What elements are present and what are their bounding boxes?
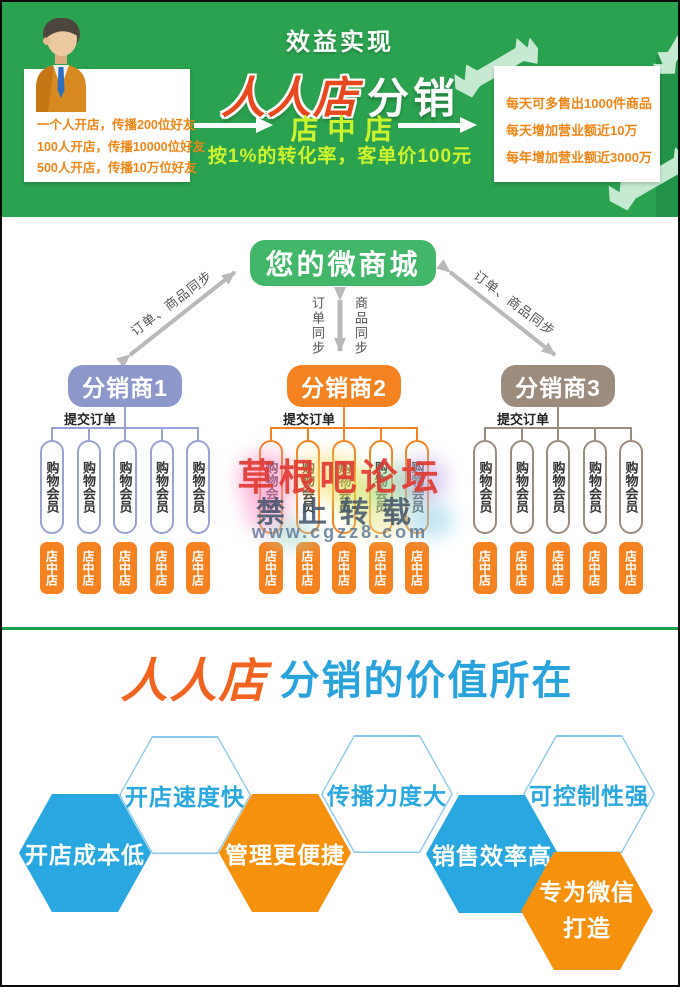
stat-line: 一个人开店，传播200位好友	[37, 118, 196, 132]
member-box: 购物会员	[368, 440, 393, 534]
connector-line	[51, 427, 199, 429]
hexagon-wechat-built: 专为微信 打造	[521, 852, 653, 970]
store-box: 店中店	[332, 542, 356, 594]
distributor-group-3: 分销商3 提交订单 购物会员店中店 购物会员店中店 购物会员店中店 购物会员店中…	[473, 365, 643, 594]
top-banner: 效益实现 一个人开店，传播200位好友 100人开店，传播10000位好友 50…	[2, 2, 678, 217]
store-box: 店中店	[259, 542, 283, 594]
goods-sync-label: 商品同步	[353, 296, 368, 356]
store-box: 店中店	[368, 542, 393, 594]
footer-brand-logo: 人人店	[120, 654, 268, 707]
businessman-avatar-icon	[36, 18, 86, 112]
member-box: 购物会员	[186, 440, 210, 534]
store-box: 店中店	[186, 542, 210, 594]
store-box: 店中店	[619, 542, 643, 594]
member-box: 购物会员	[149, 440, 174, 534]
store-box: 店中店	[113, 542, 137, 594]
distributor-box: 分销商2	[287, 365, 401, 407]
connector-line	[270, 427, 418, 429]
member-box: 购物会员	[582, 440, 607, 534]
arrow-right-icon	[398, 117, 477, 133]
distributor-box: 分销商1	[68, 365, 182, 407]
member-box: 购物会员	[509, 440, 534, 534]
banner-title: 效益实现	[286, 29, 394, 56]
store-box: 店中店	[582, 542, 607, 594]
submit-order-label: 提交订单	[64, 412, 117, 427]
right-stats-card: 每天可多售出1000件商品 每天增加营业额近10万 每年增加营业额近3000万	[494, 66, 660, 182]
store-box: 店中店	[40, 542, 64, 594]
store-box: 店中店	[295, 542, 320, 594]
stat-line: 每年增加营业额近3000万	[506, 150, 652, 165]
tagline: 店中店	[290, 114, 402, 145]
connector-stem	[124, 407, 126, 427]
store-box: 店中店	[405, 542, 429, 594]
member-box: 购物会员	[295, 440, 320, 534]
arrow-right-icon	[194, 117, 273, 133]
store-box: 店中店	[509, 542, 534, 594]
hexagon-low-cost: 开店成本低	[19, 794, 151, 912]
member-box: 购物会员	[113, 440, 137, 534]
store-box: 店中店	[76, 542, 101, 594]
hexagon-controllable: 可控制性强	[523, 735, 655, 853]
order-sync-label: 订单同步	[310, 296, 325, 356]
store-box: 店中店	[473, 542, 497, 594]
brand-suffix: 分销	[366, 75, 459, 122]
distributor-box: 分销商3	[501, 365, 615, 407]
connector-stem	[557, 407, 559, 427]
store-box: 店中店	[149, 542, 174, 594]
distributor-group-2: 分销商2 提交订单 购物会员店中店 购物会员店中店 购物会员店中店 购物会员店中…	[259, 365, 429, 594]
stat-line: 每天可多售出1000件商品	[506, 96, 652, 111]
distributor-group-1: 分销商1 提交订单 购物会员店中店 购物会员店中店 购物会员店中店 购物会员店中…	[40, 365, 210, 594]
micro-mall-box: 您的微商城	[250, 240, 436, 286]
conversion-formula: 按1%的转化率，客单价100元	[207, 146, 473, 167]
hexagon-easy-manage: 管理更便捷	[219, 794, 351, 912]
connector-line	[484, 427, 632, 429]
submit-order-label: 提交订单	[497, 412, 550, 427]
stat-line: 100人开店，传播10000位好友	[37, 139, 206, 154]
member-box: 购物会员	[405, 440, 429, 534]
member-box: 购物会员	[619, 440, 643, 534]
sync-arrows	[116, 259, 557, 368]
footer-title: 分销的价值所在	[279, 658, 574, 703]
connector-stem	[343, 407, 345, 427]
store-box: 店中店	[546, 542, 570, 594]
hexagon-fast-open: 开店速度快	[119, 736, 251, 854]
hexagon-spread-power: 传播力度大	[321, 735, 453, 853]
member-box: 购物会员	[259, 440, 283, 534]
left-stats-card: 一个人开店，传播200位好友 100人开店，传播10000位好友 500人开店，…	[24, 69, 206, 182]
member-box: 购物会员	[473, 440, 497, 534]
submit-order-label: 提交订单	[283, 412, 336, 427]
member-box: 购物会员	[76, 440, 101, 534]
brand-row: 人人店 分销	[2, 62, 678, 126]
footer-title-row: 人人店 分销的价值所在	[2, 642, 678, 711]
stat-line: 每天增加营业额近10万	[506, 123, 638, 138]
brand-logo: 人人店	[220, 74, 359, 123]
member-box: 购物会员	[332, 440, 356, 534]
member-box: 购物会员	[40, 440, 64, 534]
member-box: 购物会员	[546, 440, 570, 534]
stat-line: 500人开店，传播10万位好友	[37, 161, 197, 175]
